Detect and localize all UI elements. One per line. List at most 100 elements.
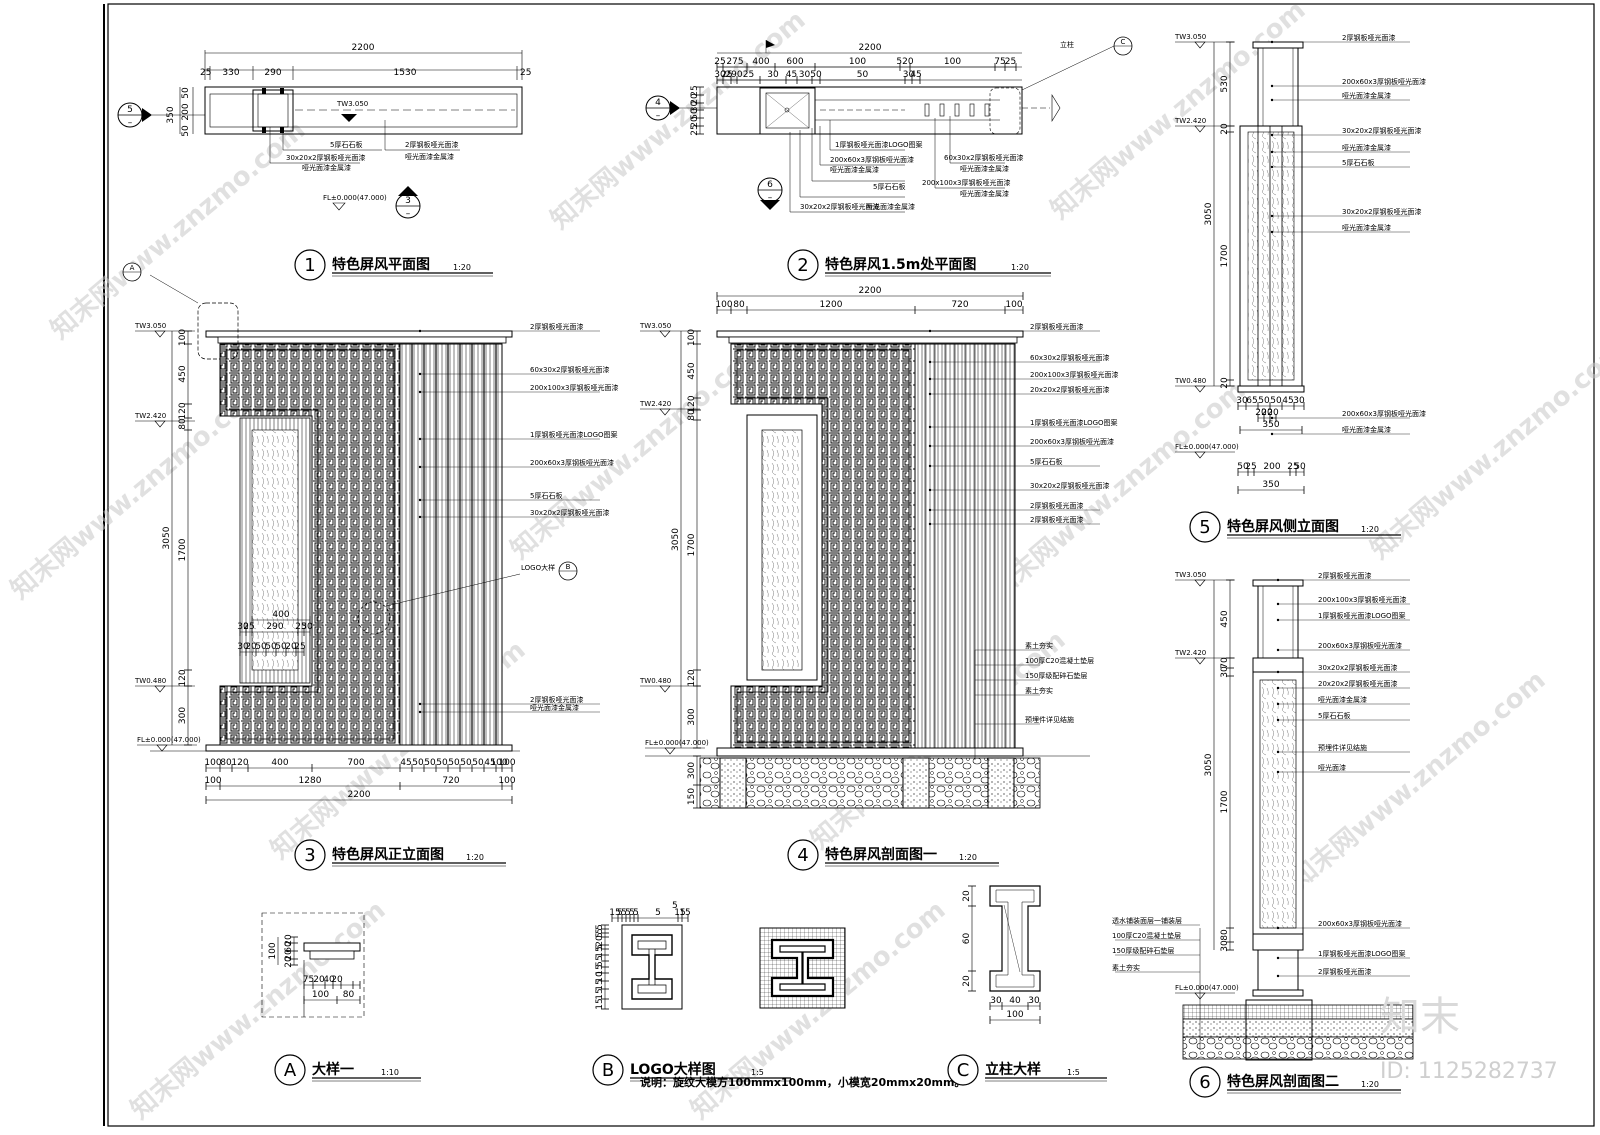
callout-text: 200x100x3厚钢板哑光面漆 (1318, 595, 1406, 604)
dim-text: 20 (1261, 408, 1273, 418)
callout-text: 2厚钢板哑光面漆 (1342, 33, 1395, 42)
dim-text: 520 (896, 57, 913, 67)
drawing-number-circle (787, 839, 819, 871)
dim-text: 3050 (1204, 753, 1214, 776)
dim-text: 25 (721, 70, 732, 80)
level-text: TW0.480 (1174, 377, 1206, 385)
marker-number: 4 (655, 98, 661, 108)
callout-text: 1厚钢板哑光面漆LOGO图案 (1030, 418, 1118, 427)
callout-text: 哑光面漆 (1318, 763, 1346, 772)
dim-text: 5 (595, 944, 605, 950)
callout-text: 30x20x2厚钢板哑光面漆 (286, 153, 366, 162)
callout-text: 5厚石石板 (530, 491, 562, 500)
dim-text: 120 (687, 395, 697, 412)
marker-number: A (130, 264, 135, 272)
callout-text: 200x60x3厚钢板哑光面漆 (1342, 77, 1426, 86)
logo-callout: LOGO大样 (521, 563, 555, 572)
dim-text: 15 (595, 979, 605, 990)
plan2-overall-dim: 2200 (859, 43, 882, 53)
marker-number: C (1121, 38, 1126, 46)
callout-text: 2厚钢板哑光面漆 (1030, 501, 1083, 510)
drawing-scale: 1:20 (959, 853, 977, 862)
dim-text: 2200 (348, 790, 371, 800)
dim-text: 3050 (671, 528, 681, 551)
callout-text: 1厚钢板哑光面漆LOGO图案 (835, 140, 923, 149)
dim-text: 5 (655, 908, 661, 918)
callout-text: 60x30x2厚钢板哑光面漆 (944, 153, 1024, 162)
level-text: TW2.420 (1174, 649, 1206, 657)
dim-text: 350 (1262, 480, 1279, 490)
callout-text: 哑光面漆金属漆 (1342, 223, 1391, 232)
dim-text: 1280 (299, 776, 322, 786)
level-text: TW2.420 (639, 400, 671, 408)
callout-text: 200x60x3厚钢板哑光面漆 (530, 458, 614, 467)
dim-text: 20 (595, 935, 605, 947)
dim-text: 65 (1246, 396, 1257, 406)
callout-text: 2厚钢板哑光面漆 (405, 140, 458, 149)
dim-text: 25 (1287, 462, 1298, 472)
dim-text: 50 (810, 70, 822, 80)
dim-text: 100 (1006, 1010, 1023, 1020)
drawing-number-circle (1189, 511, 1221, 543)
dim-text: 1700 (1220, 790, 1230, 813)
callout-text: 哑光面漆金属漆 (1342, 143, 1391, 152)
callout-text: 预埋件详见结施 (1318, 743, 1367, 752)
dim-text: 50 (412, 758, 424, 768)
drawing-1-plan: 2200 25 330 290 1530 25 350 50 200 50 TW… (117, 43, 531, 219)
dim-text: 120 (178, 402, 188, 419)
dim-text: 80 (687, 409, 697, 421)
dim-text: 100 (687, 329, 697, 346)
level-text: TW2.420 (1174, 117, 1206, 125)
drawing-title: 特色屏风侧立面图 (1227, 518, 1339, 535)
drawing-number: B (602, 1060, 614, 1081)
drawing-title: 特色屏风平面图 (332, 256, 430, 273)
dim-text: 400 (752, 57, 769, 67)
dim-text: 15 (679, 908, 690, 918)
dim-text: 30 (237, 642, 249, 652)
drawing-number-circle (947, 1054, 979, 1086)
callout-text: 哑光面漆金属漆 (960, 189, 1009, 198)
dim-text: 100 (944, 57, 961, 67)
drawing-number-circle (1189, 1066, 1221, 1098)
dim-text: 50 (1294, 462, 1306, 472)
drawing-scale: 1:5 (1067, 1068, 1080, 1077)
level-text: FL±0.000(47.000) (645, 739, 709, 747)
dim-text: 5 (629, 908, 635, 918)
dim-text: 25 (714, 57, 725, 67)
drawing-title: 特色屏风剖面图二 (1227, 1073, 1339, 1090)
brand-watermark: 知末 (1380, 994, 1460, 1040)
dim-text: 150 (687, 788, 697, 805)
dim-text: 20 (285, 642, 297, 652)
callout-text: 200x100x3厚钢板哑光面漆 (922, 178, 1010, 187)
dim-text: 200 (1263, 462, 1280, 472)
dim-text: 25 (243, 622, 254, 632)
dim-text: 450 (687, 362, 697, 379)
dim-text: 10 (595, 971, 605, 983)
callout-text: 哑光面漆金属漆 (866, 202, 915, 211)
marker-number: B (566, 563, 571, 571)
callout-text: 哑光面漆金属漆 (1342, 91, 1391, 100)
dim-text: 20 (313, 975, 325, 985)
dim-text: 20 (245, 642, 257, 652)
dim-text: 5 (633, 908, 639, 918)
callout-text: 30x20x2厚钢板哑光面漆 (1342, 207, 1422, 216)
dim-text: 30 (690, 101, 700, 113)
dim-text: 450 (1220, 610, 1230, 627)
dim-text: 15 (595, 946, 605, 957)
callout-text: 素土夯实 (1025, 686, 1053, 695)
drawing-number: C (957, 1060, 970, 1081)
dim-text: 100 (312, 990, 329, 1000)
id-watermark: ID: 1125282737 (1380, 1059, 1558, 1084)
dim-text: 40 (323, 975, 335, 985)
dim-text: 80 (178, 418, 188, 430)
dim-text: 80 (1220, 929, 1230, 941)
fl-level-text: FL±0.000(47.000) (323, 194, 387, 202)
dim-text: 70 (1220, 657, 1230, 669)
dim-text: 20 (1267, 408, 1279, 418)
marker-dash: – (768, 193, 773, 203)
dim-text: 720 (951, 300, 968, 310)
dim-text: 50 (1258, 396, 1270, 406)
level-text: FL±0.000(47.000) (1175, 984, 1239, 992)
drawing-scale: 1:20 (1361, 525, 1379, 534)
